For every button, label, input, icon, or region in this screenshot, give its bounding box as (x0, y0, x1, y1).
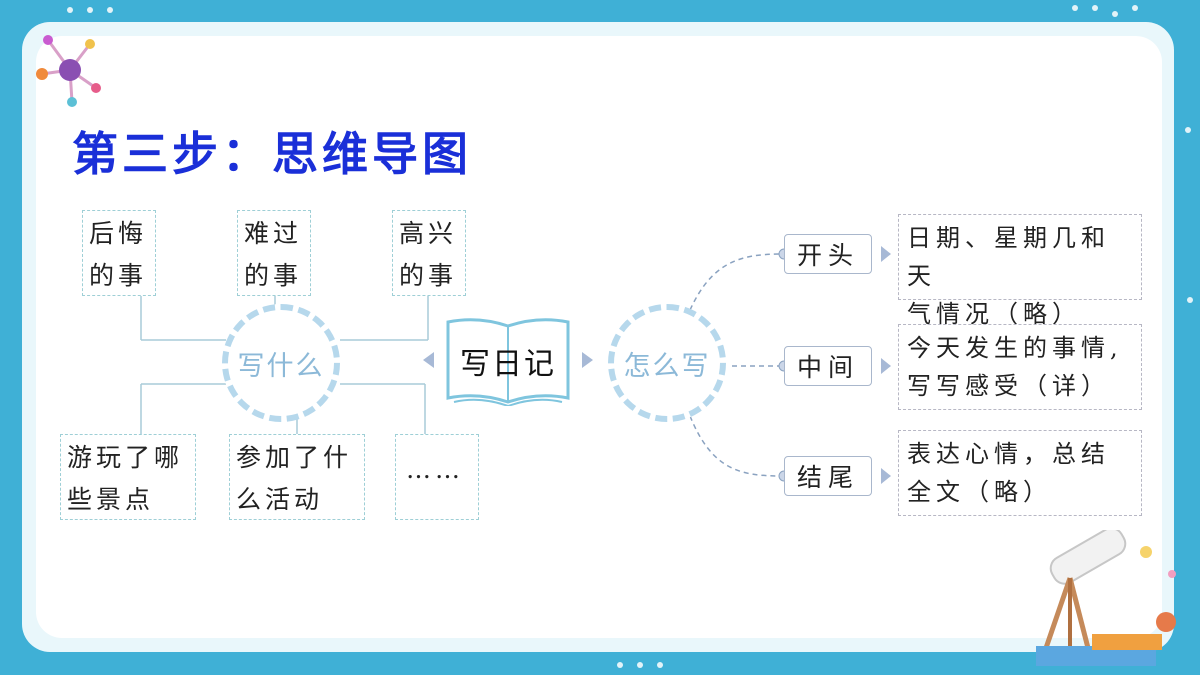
topic-line: 么活动 (236, 485, 324, 514)
detail-box-ending: 表达心情，总结 全文（略） (898, 430, 1142, 516)
detail-line: 今天发生的事情, (907, 334, 1123, 362)
hub-what: 写什么 (222, 304, 340, 422)
topic-line: 游玩了哪 (67, 443, 184, 472)
topic-line: 高兴 (399, 219, 458, 248)
hub-how: 怎么写 (608, 304, 726, 422)
topic-box: 高兴 的事 (392, 210, 466, 296)
topic-line: 些景点 (67, 485, 155, 514)
telescope-icon (1036, 530, 1176, 666)
detail-line: 表达心情，总结 (907, 440, 1110, 468)
hub-how-label: 怎么写 (623, 350, 711, 382)
branch-ending: 结尾 (784, 456, 872, 496)
detail-line: 气情况（略） (907, 300, 1081, 328)
molecule-icon (36, 35, 101, 107)
branch-opening: 开头 (784, 234, 872, 274)
topic-line: 参加了什 (236, 443, 353, 472)
topic-line: …… (406, 455, 464, 484)
detail-line: 日期、星期几和天 (907, 224, 1110, 290)
topic-box: 参加了什 么活动 (229, 434, 365, 520)
book-icon (446, 318, 570, 406)
topic-line: 难过 (244, 219, 303, 248)
topic-box: 游玩了哪 些景点 (60, 434, 196, 520)
detail-box-middle: 今天发生的事情, 写写感受（详） (898, 324, 1142, 410)
detail-box-opening: 日期、星期几和天 气情况（略） (898, 214, 1142, 328)
topic-line: 后悔 (89, 219, 148, 248)
center-node-label: 写日记 (460, 347, 556, 382)
branch-label: 结尾 (796, 463, 859, 492)
branch-middle: 中间 (784, 346, 872, 386)
branch-label: 开头 (796, 241, 859, 270)
branch-label: 中间 (796, 353, 859, 382)
slide-card (36, 36, 1162, 638)
page-title: 第三步：思维导图 (72, 127, 472, 181)
hub-what-label: 写什么 (237, 350, 325, 382)
topic-line: 的事 (89, 261, 148, 290)
topic-box: 后悔 的事 (82, 210, 156, 296)
detail-line: 写写感受（详） (907, 372, 1110, 400)
topic-line: 的事 (399, 261, 458, 290)
detail-line: 全文（略） (907, 478, 1052, 506)
topic-line: 的事 (244, 261, 303, 290)
topic-box: 难过 的事 (237, 210, 311, 296)
topic-box: …… (395, 434, 479, 520)
